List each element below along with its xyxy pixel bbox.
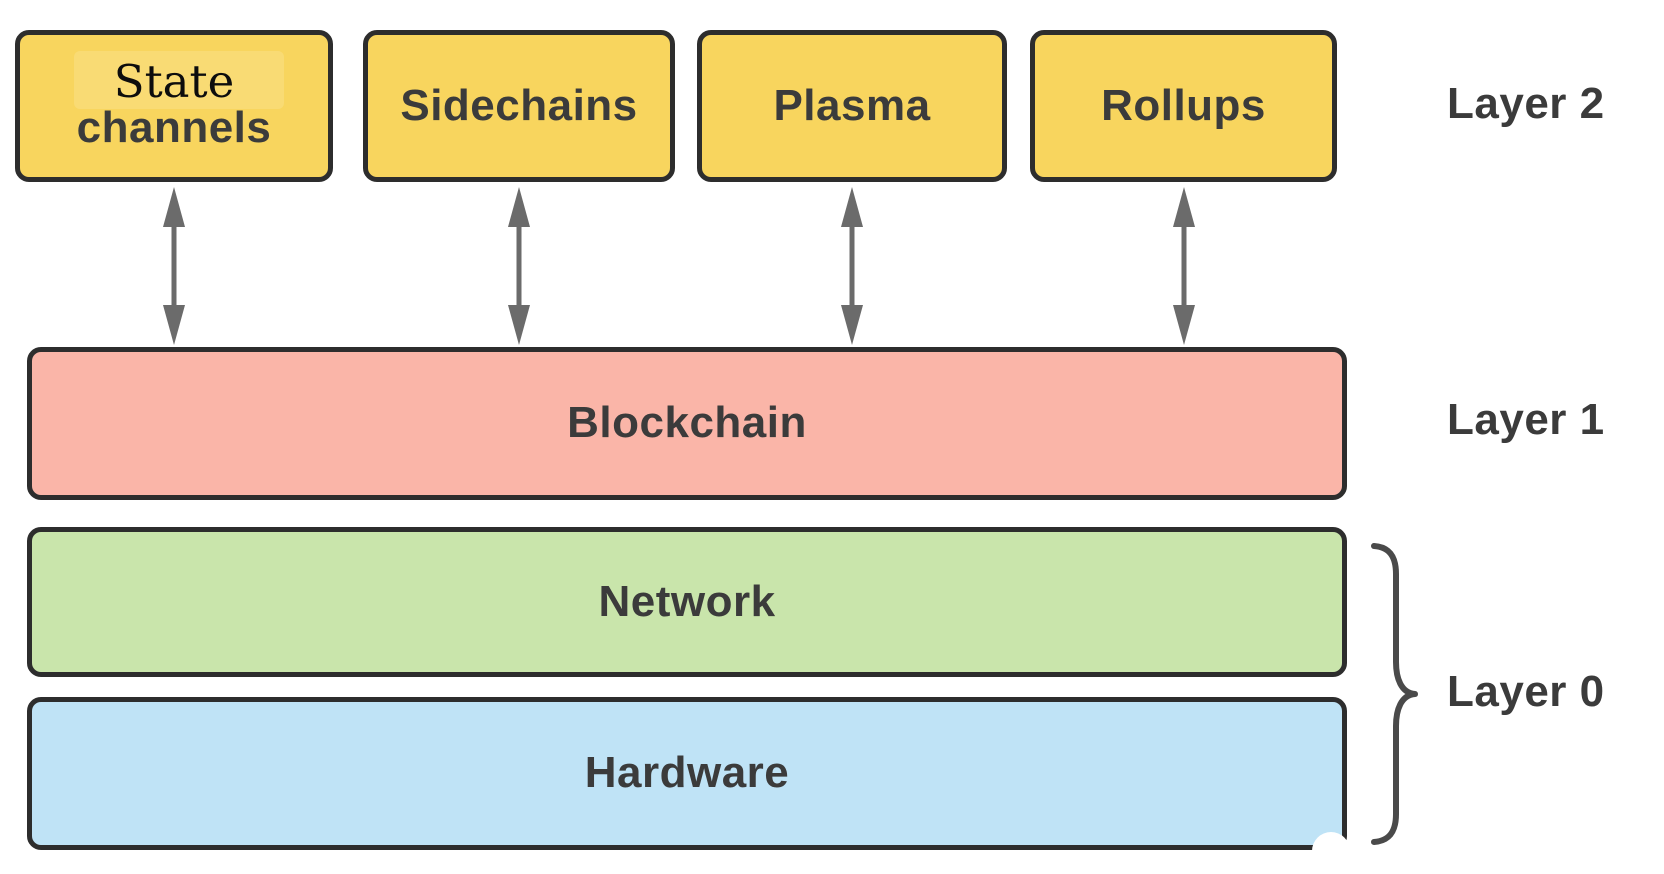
sidechains-label: Sidechains xyxy=(400,80,638,130)
layer0-curly-brace-icon xyxy=(1371,543,1418,845)
box-hardware: Hardware xyxy=(27,697,1347,850)
layer2-label: Layer 2 xyxy=(1447,79,1605,128)
layer0-label: Layer 0 xyxy=(1447,667,1605,716)
blockchain-label: Blockchain xyxy=(567,398,807,448)
state-channels-line1: State xyxy=(113,55,235,109)
bidirectional-arrow-icon xyxy=(163,187,185,345)
state-channels-line2: channels xyxy=(76,103,272,153)
box-sidechains: Sidechains xyxy=(363,30,675,182)
hardware-label: Hardware xyxy=(584,748,790,798)
rollups-label: Rollups xyxy=(1101,80,1266,130)
layer1-label: Layer 1 xyxy=(1447,395,1605,444)
state-word-patch xyxy=(74,51,284,109)
plasma-label: Plasma xyxy=(773,80,931,130)
box-blockchain: Blockchain xyxy=(27,347,1347,500)
box-network: Network xyxy=(27,527,1347,677)
box-plasma: Plasma xyxy=(697,30,1007,182)
network-label: Network xyxy=(598,576,776,626)
box-state-channels: State channels xyxy=(15,30,333,182)
bidirectional-arrow-icon xyxy=(508,187,530,345)
box-rollups: Rollups xyxy=(1030,30,1337,182)
bidirectional-arrow-icon xyxy=(841,187,863,345)
bidirectional-arrow-icon xyxy=(1173,187,1195,345)
